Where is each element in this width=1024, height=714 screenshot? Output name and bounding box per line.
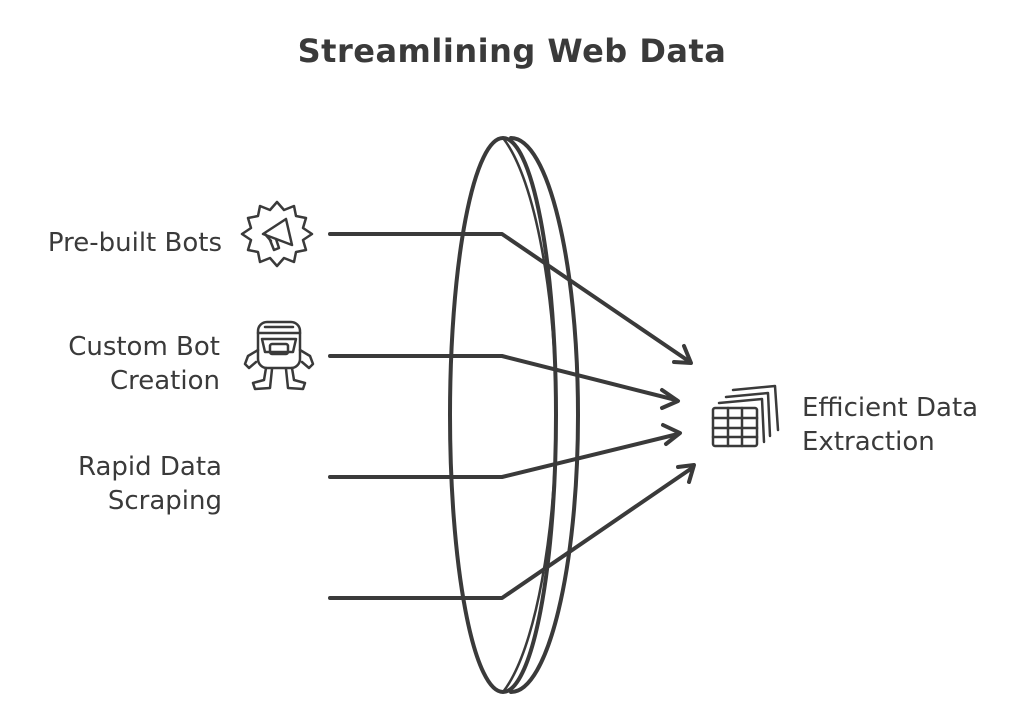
gear-megaphone-icon (240, 200, 314, 268)
lens-rim-inner (501, 136, 558, 694)
ray-rapid-data-scraping (328, 432, 680, 479)
label-line: Custom Bot (68, 332, 220, 362)
diagram-title: Streamlining Web Data (297, 32, 727, 70)
lens-front-edge (448, 136, 558, 694)
input-label-rapid-data-scraping: Rapid Data Scraping (78, 450, 222, 518)
arrowhead-4 (676, 463, 696, 484)
label-line: Extraction (802, 427, 935, 457)
input-label-prebuilt-bots: Pre-built Bots (48, 226, 222, 260)
lens-rim (509, 136, 580, 694)
label-line: Rapid Data (77, 452, 222, 482)
arrowheads (660, 344, 696, 484)
ray-custom-bot-creation (328, 354, 678, 402)
label-line: Pre-built Bots (47, 228, 222, 258)
converging-lines (328, 232, 694, 600)
input-label-custom-bot-creation: Custom Bot Creation (68, 330, 220, 398)
label-line: Efficient Data (802, 393, 979, 423)
label-line: Scraping (107, 486, 222, 516)
robot-icon (243, 320, 315, 391)
arrowhead-1 (672, 344, 693, 365)
ray-prebuilt-bots (328, 232, 692, 364)
output-label-efficient-data-extraction: Efficient Data Extraction (802, 391, 978, 459)
arrowhead-3 (661, 423, 682, 446)
lens-shape (448, 136, 580, 694)
ray-fourth-input (328, 466, 694, 600)
stacked-spreadsheets-icon (711, 384, 780, 448)
label-line: Creation (109, 366, 220, 396)
arrowhead-2 (660, 388, 680, 410)
